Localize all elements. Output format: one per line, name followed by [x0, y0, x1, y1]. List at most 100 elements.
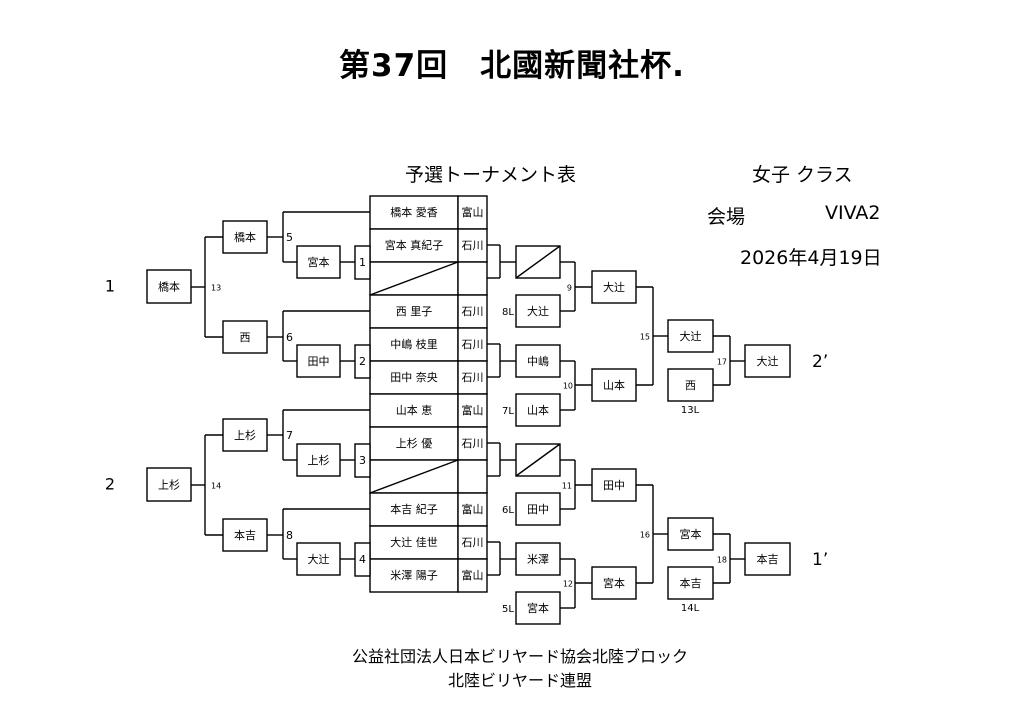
sub-winner-box	[296, 245, 341, 279]
player-name: 上杉 優	[396, 436, 433, 450]
final-winner-box	[744, 344, 791, 378]
loser-label: 13L	[681, 405, 700, 416]
winner-name: 山本	[603, 378, 625, 392]
subtitle: 予選トーナメント表	[405, 164, 577, 186]
loser-entry-name: 田中	[527, 503, 549, 516]
player-prefecture: 石川	[462, 338, 484, 351]
sub-match-box	[354, 245, 371, 280]
match-number: 8	[286, 529, 293, 542]
left-final-winner-box	[146, 467, 192, 502]
bye-slash	[515, 245, 561, 279]
sub-winner-name: 宮本	[308, 255, 330, 269]
winner-name: 大辻	[603, 280, 625, 294]
match-number: 10	[563, 382, 573, 391]
match-number: 13	[211, 284, 221, 293]
match-number: 11	[562, 482, 572, 491]
upper-winner-name: 橋本	[234, 230, 256, 244]
match-number: 3	[359, 454, 366, 467]
loser-entry-name: 大辻	[527, 304, 549, 318]
player-prefecture: 石川	[462, 536, 484, 549]
player-prefecture: 富山	[462, 205, 484, 219]
loser-entry-name: 宮本	[527, 601, 549, 615]
sub-winner-name: 田中	[308, 355, 330, 368]
match-number: 6	[286, 331, 293, 344]
final-winner-name: 大辻	[757, 354, 779, 368]
loser-entry-box	[667, 368, 714, 402]
left-final-winner-name: 上杉	[158, 478, 180, 492]
player-pref-cell	[457, 228, 488, 263]
player-name: 西 里子	[396, 305, 433, 318]
sub-winner-box	[296, 542, 341, 576]
loser-entry-box	[515, 294, 561, 328]
event-date: 2026年4月19日	[740, 247, 882, 269]
loser-label: 5L	[502, 604, 514, 615]
loser-label: 14L	[681, 603, 700, 614]
lower-winner-box	[222, 320, 268, 354]
page-title: 第37回 北國新聞社杯.	[339, 48, 685, 84]
match-number: 18	[717, 556, 727, 565]
winner-name: 宮本	[603, 576, 625, 590]
loser-entry-box	[667, 566, 714, 600]
lower-winner-name: 西	[240, 331, 251, 344]
winner-name: 宮本	[680, 527, 702, 541]
winner-box	[591, 270, 637, 304]
federation: 北陸ビリヤード連盟	[447, 671, 592, 690]
winner-box	[667, 517, 714, 551]
match-number: 17	[717, 358, 727, 367]
match-number: 14	[211, 482, 221, 491]
match-number: 5	[286, 231, 293, 244]
bye-slash	[369, 459, 459, 494]
winner-box	[591, 566, 637, 600]
sub-match-box	[354, 344, 371, 379]
loser-label: 7L	[502, 406, 514, 417]
venue-label: 会場	[707, 206, 746, 228]
player-pref-cell	[457, 459, 488, 494]
sub-winner-name: 上杉	[308, 453, 330, 467]
winner-name: 米澤	[527, 553, 549, 566]
player-pref-cell	[457, 426, 488, 461]
player-name: 中嶋 枝里	[390, 337, 438, 351]
placement-label: 2’	[812, 352, 828, 372]
final-winner-box	[744, 542, 791, 576]
venue: VIVA2	[825, 202, 881, 224]
player-prefecture: 富山	[462, 568, 484, 582]
sub-winner-box	[296, 344, 341, 378]
winner-name: 大辻	[680, 329, 702, 343]
seed-label: 1	[105, 277, 115, 296]
player-prefecture: 石川	[462, 239, 484, 252]
upper-winner-name: 上杉	[234, 428, 256, 442]
player-pref-cell	[457, 558, 488, 593]
class-label: 女子 クラス	[752, 164, 853, 186]
match-number: 7	[286, 429, 293, 442]
loser-entry-name: 本吉	[680, 576, 702, 590]
winner-name: 田中	[603, 479, 625, 492]
winner-box	[667, 319, 714, 353]
player-name-cell	[369, 558, 459, 593]
player-name-cell	[369, 228, 459, 263]
loser-entry-name: 山本	[527, 403, 549, 417]
player-name-cell	[369, 426, 459, 461]
player-name-cell	[369, 492, 459, 527]
player-name-cell	[369, 393, 459, 428]
sub-match-box	[354, 443, 371, 478]
left-final-winner-name: 橋本	[158, 280, 180, 294]
match-number: 9	[567, 284, 572, 293]
player-name: 本吉 紀子	[390, 502, 438, 516]
bye-slash	[515, 443, 561, 477]
match-number: 15	[640, 333, 650, 342]
match-number: 4	[359, 553, 366, 566]
sub-winner-name: 大辻	[308, 552, 330, 566]
upper-winner-box	[222, 220, 268, 254]
player-prefecture: 石川	[462, 371, 484, 384]
match-number: 2	[359, 355, 366, 368]
player-pref-cell	[457, 393, 488, 428]
loser-label: 6L	[502, 505, 514, 516]
loser-label: 8L	[502, 307, 514, 318]
sub-winner-box	[296, 443, 341, 477]
upper-winner-box	[222, 418, 268, 452]
sub-match-box	[354, 542, 371, 577]
player-pref-cell	[457, 261, 488, 296]
match-number: 16	[640, 531, 650, 540]
player-name: 大辻 佳世	[390, 535, 438, 549]
seed-label: 2	[105, 475, 115, 494]
